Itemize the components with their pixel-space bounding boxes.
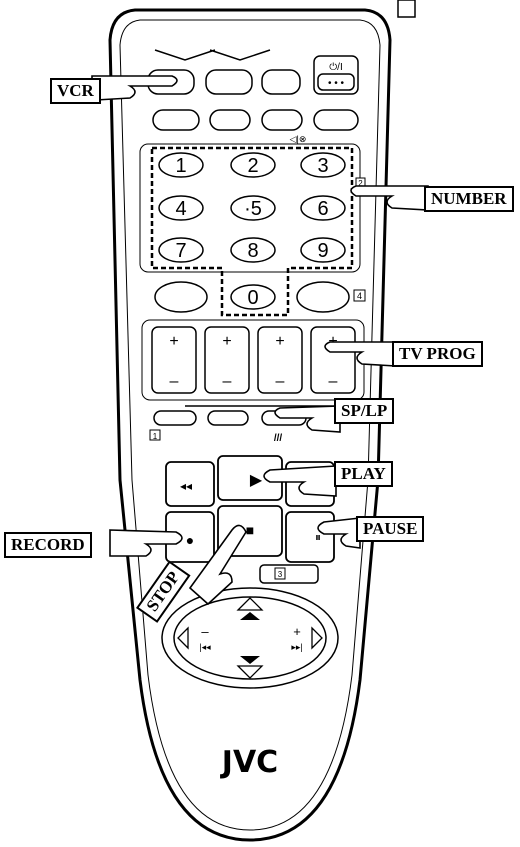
sp-lp-hand-icon xyxy=(274,405,341,433)
jog-down-icon xyxy=(236,665,264,679)
jog-right-icon xyxy=(311,626,323,650)
sp-lp-icon: /// xyxy=(274,433,283,444)
key-5-label: ·5 xyxy=(244,198,262,220)
power-label: ⏻/I xyxy=(329,62,342,73)
svg-text:–: – xyxy=(276,373,285,390)
rocker-3[interactable] xyxy=(257,326,303,394)
color-button-4[interactable] xyxy=(313,109,359,131)
svg-text:–: – xyxy=(329,373,338,390)
pause-hand-icon xyxy=(317,517,361,549)
mode-button[interactable] xyxy=(261,69,301,95)
jog-left-icon xyxy=(177,626,189,650)
callout-tv-prog: TV PROG xyxy=(392,341,483,367)
number-hand-icon xyxy=(350,185,429,211)
jog-dial[interactable] xyxy=(173,596,327,680)
jog-plus-label: + xyxy=(293,624,301,639)
color-button-3[interactable] xyxy=(261,109,303,131)
rocker-1[interactable] xyxy=(151,326,197,394)
pause-button[interactable] xyxy=(285,511,335,563)
stop-hand-icon xyxy=(188,524,247,606)
key-9-label: 9 xyxy=(317,240,328,262)
number-keys xyxy=(158,152,346,310)
right-oval-button[interactable] xyxy=(296,281,350,313)
callout-sp-lp: SP/LP xyxy=(334,398,395,424)
power-dots: • • • xyxy=(328,78,345,89)
rewind-icon: ◂◂ xyxy=(180,479,192,493)
box-number-3: 3 xyxy=(278,570,283,579)
key-8[interactable] xyxy=(230,237,276,263)
key-1-label: 1 xyxy=(175,155,186,177)
record-icon: ● xyxy=(186,532,194,548)
svg-text:▸▸|: ▸▸| xyxy=(291,642,302,652)
page-marker-box xyxy=(397,0,416,18)
box-number-1: 1 xyxy=(153,432,158,441)
play-hand-icon xyxy=(263,465,337,497)
jog-up-icon xyxy=(236,597,264,611)
key-0-label: 0 xyxy=(247,287,258,309)
key-6[interactable] xyxy=(300,195,346,221)
svg-text:–: – xyxy=(223,373,232,390)
remote-body xyxy=(108,8,392,842)
index-button[interactable] xyxy=(259,564,319,584)
key-1[interactable] xyxy=(158,152,204,178)
play-icon: ▶ xyxy=(250,472,263,489)
left-oval-button[interactable] xyxy=(154,281,208,313)
key-3-label: 3 xyxy=(317,155,328,177)
svg-text:+: + xyxy=(275,333,284,350)
tv-button[interactable] xyxy=(205,69,253,95)
jog-up-fill-icon xyxy=(240,612,260,620)
key-4-label: 4 xyxy=(175,198,186,220)
key-5[interactable] xyxy=(230,195,276,221)
jog-down-fill-icon xyxy=(240,656,260,664)
small-button-1[interactable] xyxy=(153,410,197,426)
key-9[interactable] xyxy=(300,237,346,263)
small-button-2[interactable] xyxy=(207,410,249,426)
color-button-2[interactable] xyxy=(209,109,251,131)
key-7-label: 7 xyxy=(175,240,186,262)
box-number-4: 4 xyxy=(357,291,362,301)
svg-text:–: – xyxy=(170,373,179,390)
tv-prog-hand-icon xyxy=(324,341,397,367)
svg-text:+: + xyxy=(169,333,178,350)
key-4[interactable] xyxy=(158,195,204,221)
jog-minus-label: – xyxy=(201,624,209,639)
jvc-logo: JVC xyxy=(220,745,278,780)
svg-text:+: + xyxy=(222,333,231,350)
key-0[interactable] xyxy=(230,284,276,310)
callout-number: NUMBER xyxy=(424,186,514,212)
rewind-button[interactable] xyxy=(165,461,215,507)
color-button-1[interactable] xyxy=(152,109,200,131)
remote-body-inner xyxy=(119,19,381,831)
vcr-hand-icon xyxy=(91,75,178,101)
key-8-label: 8 xyxy=(247,240,258,262)
box-number-2: 2 xyxy=(358,179,363,188)
key-6-label: 6 xyxy=(317,198,328,220)
key-7[interactable] xyxy=(158,237,204,263)
mute-label: ◁|⊗ xyxy=(290,134,307,144)
callout-play: PLAY xyxy=(334,461,393,487)
callout-record: RECORD xyxy=(4,532,92,558)
svg-text:|◂◂: |◂◂ xyxy=(199,642,211,652)
key-3[interactable] xyxy=(300,152,346,178)
key-2-label: 2 xyxy=(247,155,258,177)
callout-pause: PAUSE xyxy=(356,516,425,542)
pause-icon: ⏸ xyxy=(315,530,321,544)
key-2[interactable] xyxy=(230,152,276,178)
rocker-2[interactable] xyxy=(204,326,250,394)
callout-vcr: VCR xyxy=(50,78,101,104)
stop-icon: ■ xyxy=(246,522,254,538)
record-hand-icon xyxy=(109,529,183,557)
